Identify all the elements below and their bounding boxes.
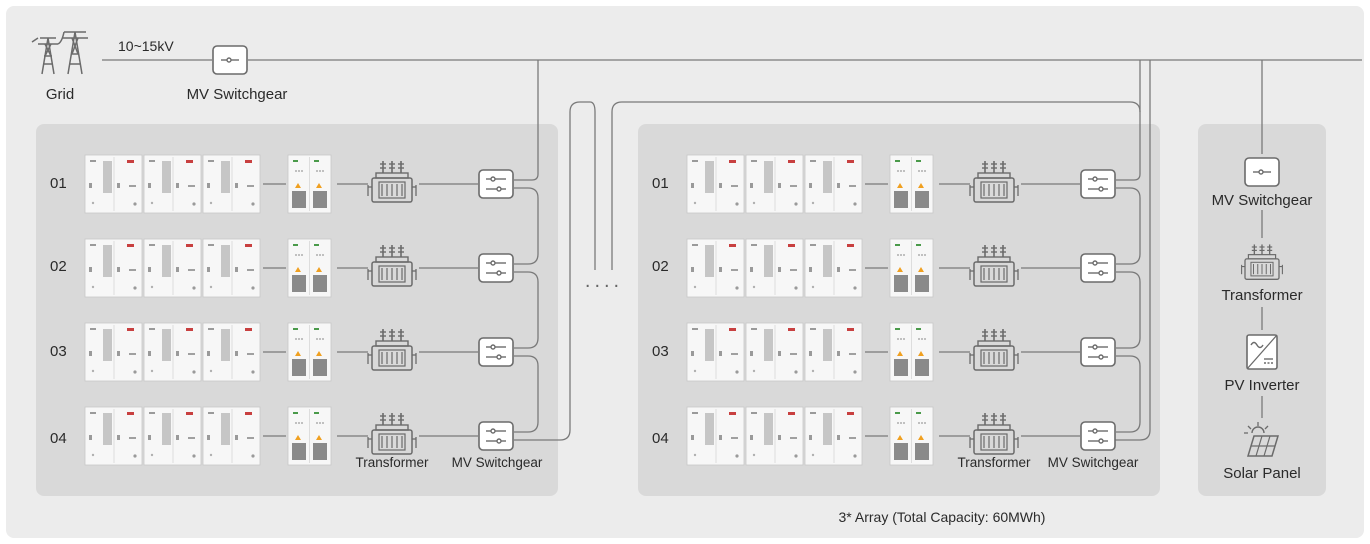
right-array-return-line (1114, 60, 1151, 441)
left-array-switchgear-icon-02 (478, 253, 514, 283)
right-array-panel (638, 124, 1160, 496)
pv-switchgear-label: MV Switchgear (1211, 192, 1313, 209)
left-array-switchgear-icon-03 (478, 337, 514, 367)
right-row-label-02: 02 (652, 258, 669, 275)
icon-layer (31, 31, 1283, 466)
right-switchgear-label: MV Switchgear (1047, 455, 1139, 470)
right-row-label-04: 04 (652, 430, 669, 447)
left-array-switchgear-icon-04 (478, 421, 514, 451)
array-caption: 3* Array (Total Capacity: 60MWh) (838, 509, 1046, 525)
left-array-transformer-icon-04 (367, 413, 417, 455)
right-array-pcs-cabinet-04 (889, 406, 934, 466)
left-array-ring-top (514, 173, 539, 181)
pv-transformer-icon (1241, 244, 1283, 280)
left-array-ring-1 (514, 187, 539, 265)
left-row-label-04: 04 (50, 430, 67, 447)
grid-tower-icon (31, 31, 88, 75)
left-array-transformer-icon-01 (367, 161, 417, 203)
left-to-middle-link (514, 101, 596, 441)
right-row-label-03: 03 (652, 343, 669, 360)
pv-inverter-icon (1246, 334, 1278, 370)
left-row-label-01: 01 (50, 175, 67, 192)
right-row-label-01: 01 (652, 175, 669, 192)
left-switchgear-label: MV Switchgear (451, 455, 543, 470)
right-array-battery-cabinets-04 (686, 406, 863, 466)
left-array-battery-cabinets-02 (84, 238, 261, 298)
right-array-ring-top (1116, 173, 1141, 181)
pv-inverter-label: PV Inverter (1224, 377, 1300, 394)
left-array-ring-3 (514, 355, 539, 433)
middle-to-right-link (611, 101, 1141, 270)
right-array-ring-2 (1116, 271, 1141, 349)
right-array-battery-cabinets-02 (686, 238, 863, 298)
right-array-transformer-icon-01 (969, 161, 1019, 203)
left-array-pcs-cabinet-04 (287, 406, 332, 466)
right-array-switchgear-icon-03 (1080, 337, 1116, 367)
right-array-transformer-icon-03 (969, 329, 1019, 371)
left-array-pcs-cabinet-01 (287, 154, 332, 214)
right-array-switchgear-icon-02 (1080, 253, 1116, 283)
left-array-battery-cabinets-04 (84, 406, 261, 466)
right-array-pcs-cabinet-02 (889, 238, 934, 298)
left-row-label-03: 03 (50, 343, 67, 360)
grid-switchgear-label: MV Switchgear (186, 86, 288, 103)
array-ellipsis: .... (584, 270, 624, 292)
left-array-switchgear-icon-01 (478, 169, 514, 199)
connection-lines (102, 59, 1362, 441)
right-array-pcs-cabinet-01 (889, 154, 934, 214)
grid-voltage-label: 10~15kV (118, 38, 174, 54)
right-array-battery-cabinets-01 (686, 154, 863, 214)
left-array-battery-cabinets-01 (84, 154, 261, 214)
left-array-battery-cabinets-03 (84, 322, 261, 382)
left-array-transformer-icon-03 (367, 329, 417, 371)
solar-panel-label: Solar Panel (1223, 465, 1301, 482)
left-array-ring-2 (514, 271, 539, 349)
left-array-pcs-cabinet-02 (287, 238, 332, 298)
left-transformer-label: Transformer (355, 455, 429, 470)
right-array-switchgear-icon-04 (1080, 421, 1116, 451)
right-array-switchgear-icon-01 (1080, 169, 1116, 199)
pv-transformer-label: Transformer (1221, 287, 1303, 304)
right-array-battery-cabinets-03 (686, 322, 863, 382)
grid-label: Grid (45, 86, 75, 103)
pv-switchgear-icon (1244, 157, 1280, 187)
grid-switchgear-icon (212, 45, 248, 75)
right-array-transformer-icon-02 (969, 245, 1019, 287)
left-array-pcs-cabinet-03 (287, 322, 332, 382)
solar-panel-icon (1244, 422, 1280, 457)
left-array-transformer-icon-02 (367, 245, 417, 287)
right-array-pcs-cabinet-03 (889, 322, 934, 382)
left-array-panel (36, 124, 558, 496)
right-transformer-label: Transformer (957, 455, 1031, 470)
right-array-ring-1 (1116, 187, 1141, 265)
left-row-label-02: 02 (50, 258, 67, 275)
right-array-transformer-icon-04 (969, 413, 1019, 455)
right-array-ring-3 (1116, 355, 1141, 433)
